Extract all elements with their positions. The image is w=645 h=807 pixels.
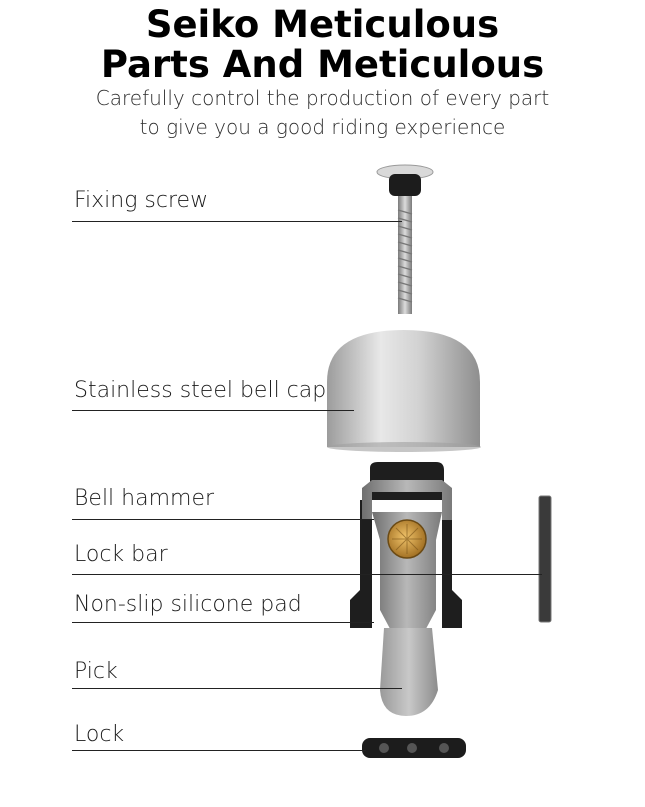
subtitle-line-1: Carefully control the production of ever… [95, 86, 550, 110]
label-bell-cap: Stainless steel bell cap [74, 378, 327, 403]
leader-line-bell-cap [72, 410, 354, 411]
label-bell-hammer: Bell hammer [74, 486, 215, 511]
label-silicone-pad: Non-slip silicone pad [74, 592, 302, 617]
leader-line-silicone-pad [72, 622, 374, 623]
leader-line-lock-bar [72, 574, 542, 575]
fixing-screw-part [376, 164, 434, 314]
page-title-line-2: Parts And Meticulous [100, 43, 545, 86]
bell-cap-part [327, 330, 481, 452]
label-fixing-screw: Fixing screw [74, 188, 209, 213]
leader-line-fixing-screw [72, 221, 402, 222]
lock-part [362, 738, 466, 758]
leader-line-bell-hammer [72, 519, 374, 520]
label-pick: Pick [74, 659, 118, 684]
silicone-pad-part [538, 495, 552, 623]
bell-hammer-part [350, 462, 462, 716]
page-title-line-1: Seiko Meticulous [145, 3, 500, 46]
leader-line-pick [72, 688, 402, 689]
label-lock: Lock [74, 722, 125, 747]
label-lock-bar: Lock bar [74, 542, 168, 567]
subtitle-line-2: to give you a good riding experience [139, 115, 506, 139]
leader-line-lock [72, 750, 366, 751]
